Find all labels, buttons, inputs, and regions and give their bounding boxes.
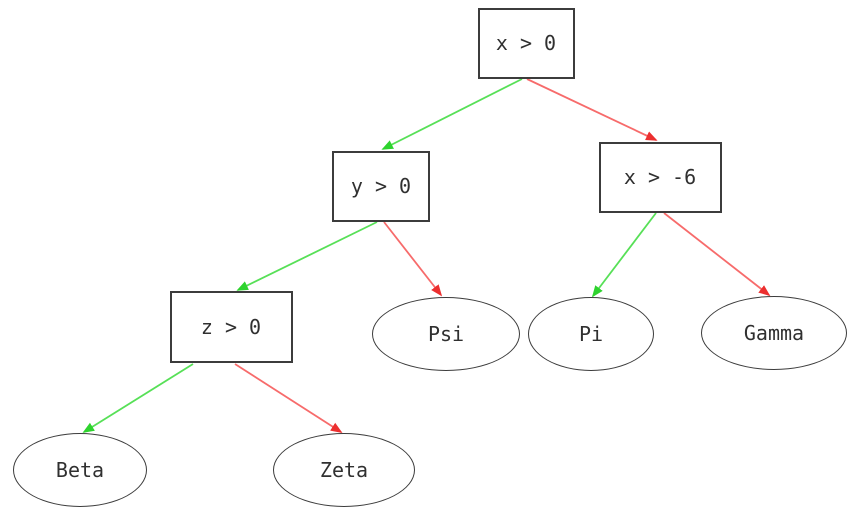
edge-cond-z-gt-0-to-leaf-zeta-false (234, 363, 343, 433)
edge-cond-y-gt-0-to-cond-z-gt-0-true (236, 221, 378, 291)
node-condition-z-gt-0: z > 0 (169, 291, 293, 363)
edge-cond-x-gt-0-to-cond-y-gt-0-true (381, 78, 523, 150)
edge-cond-x-gt-0-to-cond-x-gt-m6-false (526, 78, 658, 141)
node-leaf-zeta: Zeta (273, 433, 415, 507)
node-leaf-pi: Pi (528, 297, 654, 371)
node-condition-y-gt-0: y > 0 (332, 150, 430, 222)
edge-cond-x-gt-m6-to-leaf-pi-true (591, 212, 657, 298)
node-condition-x-gt-0: x > 0 (477, 7, 575, 79)
node-leaf-beta: Beta (13, 433, 147, 507)
edge-cond-x-gt-m6-to-leaf-gamma-false (663, 212, 771, 297)
node-leaf-psi: Psi (372, 297, 520, 371)
edge-cond-y-gt-0-to-leaf-psi-false (383, 221, 443, 297)
edge-cond-z-gt-0-to-leaf-beta-true (82, 363, 194, 433)
node-leaf-gamma: Gamma (701, 296, 847, 370)
node-condition-x-gt-m6: x > -6 (598, 141, 722, 213)
